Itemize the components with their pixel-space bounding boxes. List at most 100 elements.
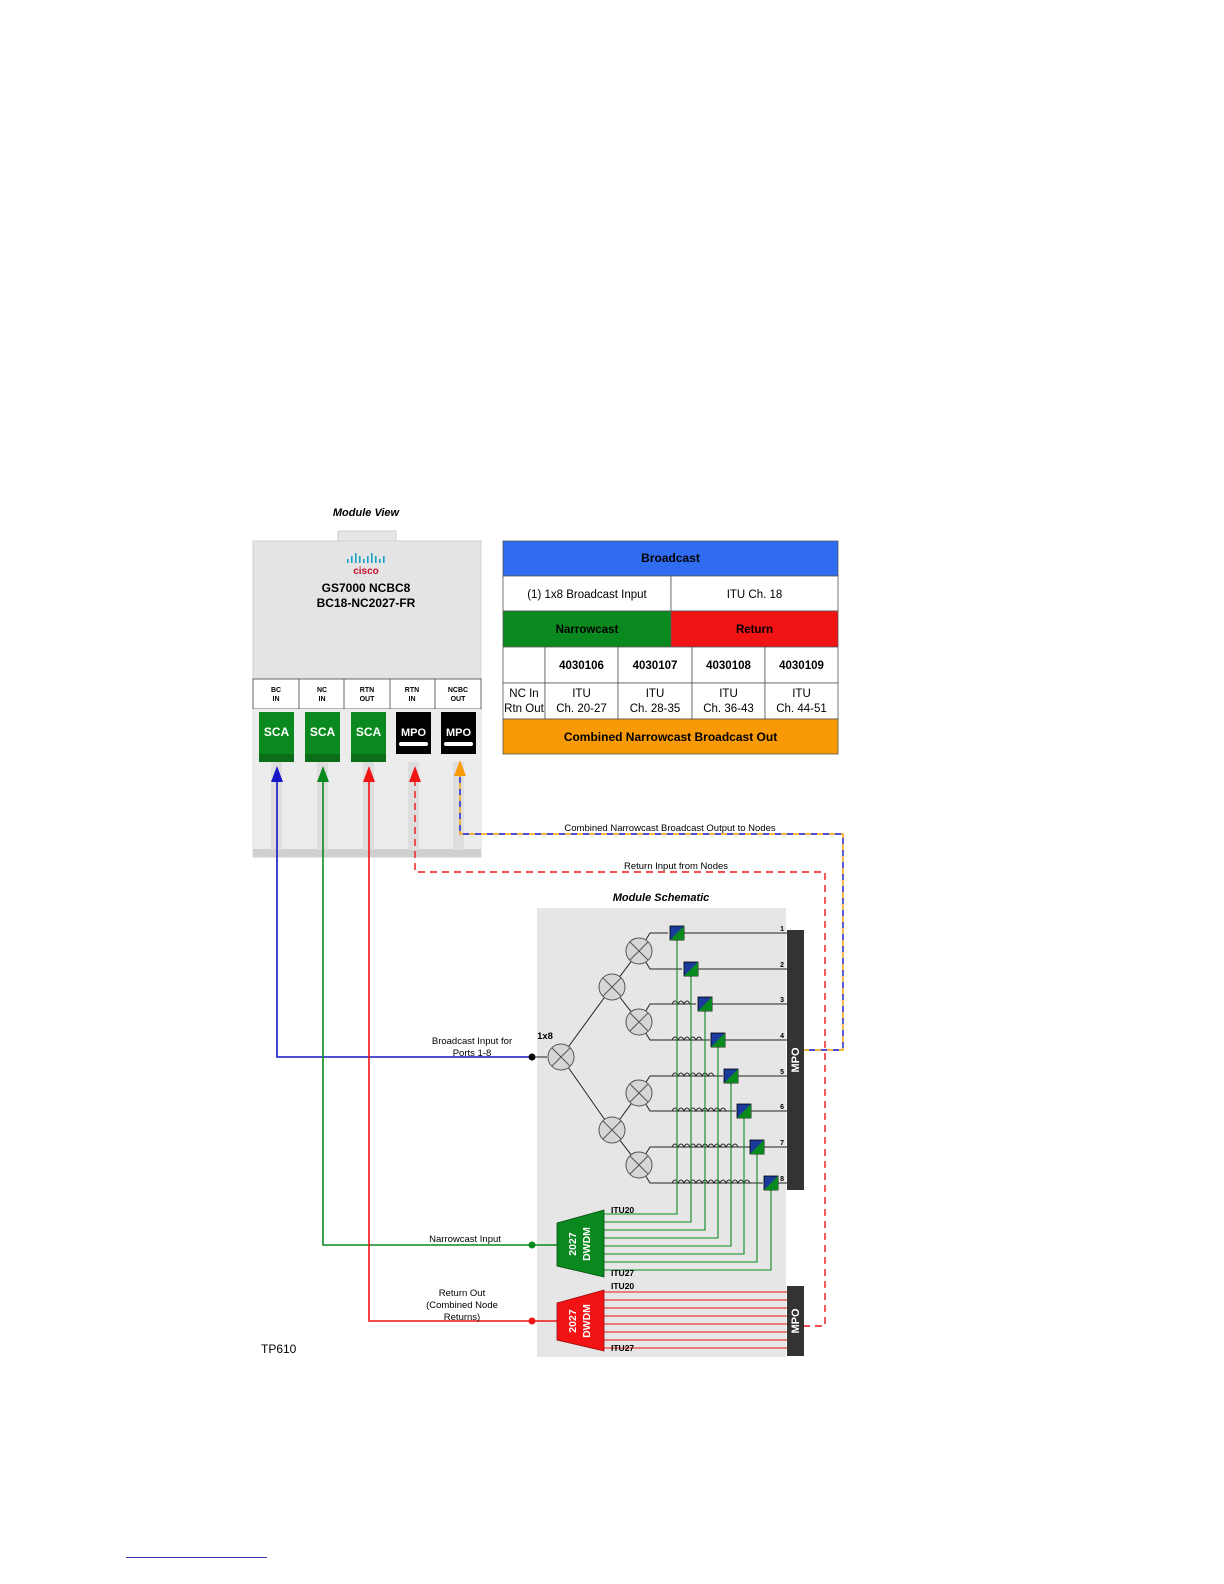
- rtn-itu-top: ITU20: [611, 1281, 634, 1291]
- return-dwdm: 2027 DWDM ITU20 ITU27: [532, 1281, 787, 1353]
- broadcast-arrow-icon: [271, 766, 283, 782]
- narrowcast-arrow-icon: [317, 766, 329, 782]
- channel-range-1-line1: ITU: [572, 688, 591, 700]
- combiner-2-icon: [683, 961, 699, 977]
- combiner-5-icon: [723, 1068, 739, 1084]
- port-label-bc-top: BC: [271, 687, 281, 694]
- output-mpo-connector[interactable]: [787, 930, 804, 1190]
- connector-nc-in[interactable]: SCA: [305, 712, 340, 762]
- combined-output-label: Combined Narrowcast Broadcast Output to …: [564, 823, 775, 834]
- splitter-node-icon: [598, 1116, 626, 1144]
- return-fan-lines: [604, 1291, 787, 1349]
- channel-range-2-line1: ITU: [646, 688, 665, 700]
- output-port-5: 5: [780, 1069, 784, 1076]
- combiner-6-icon: [736, 1103, 752, 1119]
- port-label-strip: [252, 678, 482, 710]
- connector-bc-in[interactable]: SCA: [259, 712, 294, 762]
- channel-range-3-line2: Ch. 36-43: [703, 703, 754, 715]
- row-label-rtn-out: Rtn Out: [504, 703, 544, 715]
- combined-output-arrow-icon: [454, 760, 466, 776]
- output-lines: [684, 932, 787, 1184]
- port-label-rtnout-bottom: OUT: [360, 696, 376, 703]
- nc-itu-bottom: ITU27: [611, 1268, 634, 1278]
- combined-output-line: [459, 774, 844, 1051]
- return-out-label-2: (Combined Node: [426, 1300, 498, 1311]
- nc-itu-top: ITU20: [611, 1205, 634, 1215]
- narrowcast-dwdm-icon: [556, 1209, 605, 1278]
- port-label-rtnin-bottom: IN: [409, 696, 416, 703]
- port-label-nc-top: NC: [317, 687, 327, 694]
- return-header-cell: [670, 610, 839, 648]
- output-port-1: 1: [780, 926, 784, 933]
- part-number-4030106: 4030106: [559, 660, 604, 672]
- channel-range-4-line1: ITU: [792, 688, 811, 700]
- rtn-dwdm-line-1: 2027: [567, 1309, 579, 1333]
- channel-range-2-line2: Ch. 28-35: [630, 703, 681, 715]
- schematic-panel: [537, 908, 786, 1357]
- broadcast-channel-cell: ITU Ch. 18: [727, 589, 783, 601]
- splitter-node-icon: [598, 973, 626, 1001]
- narrowcast-input-line: [322, 772, 532, 1246]
- output-port-7: 7: [780, 1140, 784, 1147]
- rtn-dwdm-line-2: DWDM: [581, 1304, 593, 1338]
- return-mpo-label: MPO: [790, 1308, 802, 1334]
- port-label-rtnin-top: RTN: [405, 687, 419, 694]
- combiner-7-icon: [749, 1139, 765, 1155]
- return-mpo-connector[interactable]: [787, 1286, 804, 1356]
- narrowcast-input-label: Narrowcast Input: [429, 1234, 501, 1245]
- narrowcast-dwdm: 2027 DWDM ITU20 ITU27: [532, 1205, 634, 1278]
- output-mpo-label: MPO: [790, 1047, 802, 1073]
- connector-rtn-out-label: SCA: [356, 725, 382, 739]
- port-label-nc-bottom: IN: [319, 696, 326, 703]
- output-port-8: 8: [780, 1176, 784, 1183]
- splitter-node-icon: [625, 1079, 653, 1107]
- connector-ncbc-out[interactable]: MPO: [441, 712, 476, 754]
- part-number-4030107: 4030107: [633, 660, 678, 672]
- brand-wordmark: cisco: [353, 566, 379, 577]
- module-bottom-rail: [253, 849, 481, 857]
- connector-rtn-out[interactable]: SCA: [351, 712, 386, 762]
- return-out-arrow-icon: [363, 766, 375, 782]
- output-port-6: 6: [780, 1104, 784, 1111]
- return-out-label-1: Return Out: [439, 1288, 486, 1299]
- combined-footer: Combined Narrowcast Broadcast Out: [564, 730, 777, 744]
- combiner-3-icon: [697, 996, 713, 1012]
- channel-range-3-line1: ITU: [719, 688, 738, 700]
- nc-dwdm-line-2: DWDM: [581, 1227, 593, 1261]
- module-top-tab: [337, 530, 397, 543]
- combiners: [669, 925, 779, 1191]
- part-number-4030109: 4030109: [779, 660, 824, 672]
- combined-footer-cell: [502, 718, 839, 755]
- return-header: Return: [736, 624, 773, 636]
- channel-range-4-line2: Ch. 44-51: [776, 703, 827, 715]
- module-view-title: Module View: [333, 507, 401, 519]
- model-line-2: BC18-NC2027-FR: [317, 596, 416, 610]
- channel-range-1-line2: Ch. 20-27: [556, 703, 607, 715]
- nc-dwdm-line-1: 2027: [567, 1232, 579, 1256]
- connector-rtn-in[interactable]: MPO: [396, 712, 431, 754]
- connection-lines: [271, 760, 844, 1327]
- combiner-4-icon: [710, 1032, 726, 1048]
- part-number-4030108: 4030108: [706, 660, 751, 672]
- connector-rtn-in-label: MPO: [401, 727, 427, 739]
- broadcast-input-cell: (1) 1x8 Broadcast Input: [527, 589, 647, 601]
- splitter-1x8-icon: [547, 1043, 575, 1071]
- return-input-line: [414, 772, 826, 1327]
- legend-table: Broadcast (1) 1x8 Broadcast Input ITU Ch…: [502, 540, 839, 755]
- output-port-2: 2: [780, 962, 784, 969]
- splitter-node-icon: [625, 1008, 653, 1036]
- splitter-node-icon: [625, 1151, 653, 1179]
- schematic-title: Module Schematic: [613, 892, 710, 904]
- broadcast-header: Broadcast: [641, 551, 700, 565]
- module-view: Module View cisco GS7000 NCBC8 BC18-NC20…: [252, 507, 482, 858]
- port-label-rtnout-top: RTN: [360, 687, 374, 694]
- connector-nc-in-label: SCA: [310, 725, 336, 739]
- figure-id: TP610: [261, 1342, 297, 1356]
- broadcast-input-label-2: Ports 1-8: [453, 1048, 492, 1059]
- port-label-bc-bottom: IN: [273, 696, 280, 703]
- narrowcast-header-cell: [502, 610, 672, 648]
- return-out-label-3: Returns): [444, 1312, 480, 1323]
- connector-ncbc-out-label: MPO: [446, 727, 472, 739]
- broadcast-header-cell: [502, 540, 839, 577]
